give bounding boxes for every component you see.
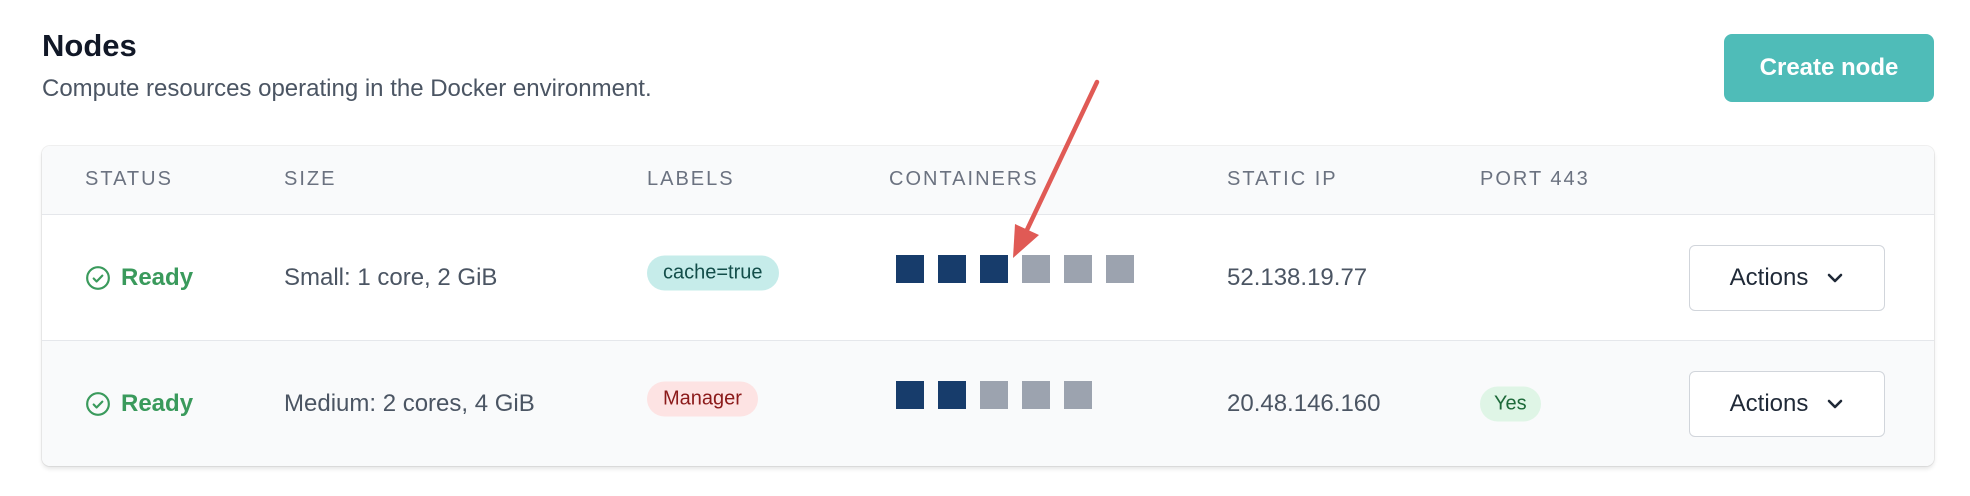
actions-button[interactable]: Actions	[1689, 370, 1885, 437]
labels-cell: cache=true	[647, 255, 779, 290]
column-header-labels: Labels	[647, 168, 735, 190]
size-cell: Medium: 2 cores, 4 GiB	[284, 389, 535, 417]
column-header-port-443: Port 443	[1480, 168, 1590, 190]
table-header: Status Size Labels Containers Static IP …	[42, 146, 1934, 215]
label-badge: cache=true	[647, 255, 779, 290]
container-free-square	[1022, 254, 1050, 283]
create-node-button[interactable]: Create node	[1724, 34, 1934, 102]
container-free-square	[1064, 254, 1092, 283]
size-cell: Small: 1 core, 2 GiB	[284, 263, 498, 291]
container-free-square	[1064, 380, 1092, 409]
check-circle-icon	[86, 391, 110, 416]
status-text: Ready	[121, 263, 194, 291]
labels-cell: Manager	[647, 381, 758, 416]
actions-label: Actions	[1729, 263, 1809, 291]
containers-cell	[896, 380, 1092, 409]
check-circle-icon	[86, 265, 110, 290]
static-ip-cell: 52.138.19.77	[1227, 263, 1368, 291]
status-text: Ready	[121, 389, 194, 417]
column-header-containers: Containers	[889, 168, 1039, 190]
chevron-down-icon	[1828, 399, 1843, 408]
page-subtitle: Compute resources operating in the Docke…	[42, 75, 652, 102]
container-used-square	[980, 254, 1008, 283]
port-badge: Yes	[1480, 386, 1541, 421]
container-free-square	[1106, 254, 1134, 283]
static-ip-cell: 20.48.146.160	[1227, 389, 1381, 417]
table-row: Ready Medium: 2 cores, 4 GiB Manager 20.…	[42, 341, 1934, 466]
column-header-status: Status	[85, 168, 173, 190]
label-badge: Manager	[647, 381, 758, 416]
container-free-square	[1022, 380, 1050, 409]
container-used-square	[896, 254, 924, 283]
actions-label: Actions	[1729, 389, 1809, 417]
page-title: Nodes	[42, 28, 137, 63]
page-header: Nodes Compute resources operating in the…	[42, 26, 652, 104]
column-header-size: Size	[284, 168, 337, 190]
container-free-square	[980, 380, 1008, 409]
container-used-square	[938, 254, 966, 283]
port-cell: Yes	[1480, 386, 1541, 421]
container-used-square	[938, 380, 966, 409]
nodes-table: Status Size Labels Containers Static IP …	[42, 146, 1934, 466]
containers-cell	[896, 254, 1134, 283]
status-cell: Ready	[85, 264, 193, 292]
column-header-static-ip: Static IP	[1227, 168, 1338, 190]
actions-button[interactable]: Actions	[1689, 244, 1885, 311]
chevron-down-icon	[1828, 273, 1843, 282]
container-used-square	[896, 380, 924, 409]
status-cell: Ready	[85, 390, 193, 418]
table-row: Ready Small: 1 core, 2 GiB cache=true 52…	[42, 215, 1934, 341]
